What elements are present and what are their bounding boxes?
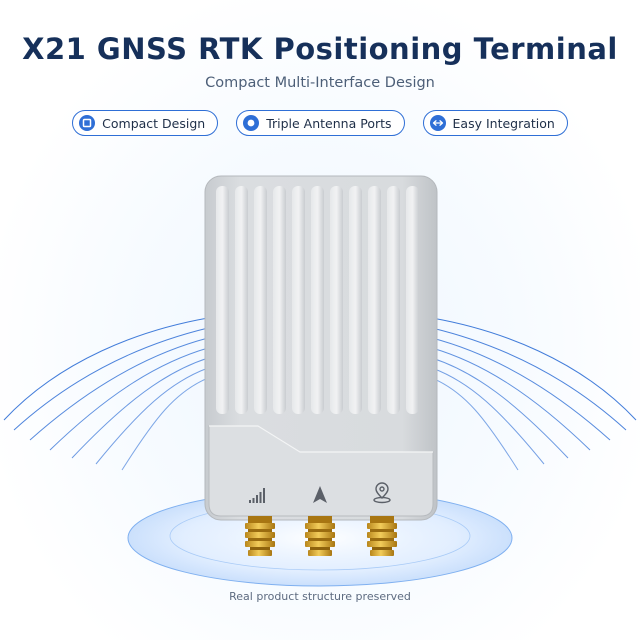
navigation-arrow-icon [313,486,327,503]
feature-pills: Compact Design Triple Antenna Ports Easy… [0,110,640,136]
page-title: X21 GNSS RTK Positioning Terminal [22,32,618,66]
sma-connector-1 [245,516,275,556]
feature-pill-easy-integration: Easy Integration [422,110,568,136]
signal-waves-right [431,317,637,471]
page-subtitle: Compact Multi-Interface Design [205,75,435,91]
signal-waves-left [3,317,209,471]
feature-label: Easy Integration [452,115,555,131]
caption: Real product structure preserved [229,590,411,603]
heat-sink-fins [216,186,419,414]
location-pin-icon [373,482,391,504]
feature-pill-compact-design: Compact Design [72,110,219,136]
device-housing [204,175,438,521]
feature-label: Compact Design [102,115,206,131]
arrows-icon [429,115,446,131]
signal-bars-icon [249,488,265,503]
sma-connector-3 [367,516,397,556]
square-icon [79,115,96,131]
dot-icon [243,115,260,131]
sma-connector-2 [305,516,335,556]
feature-label: Triple Antenna Ports [266,115,392,131]
feature-pill-triple-antenna-ports: Triple Antenna Ports [236,110,405,136]
